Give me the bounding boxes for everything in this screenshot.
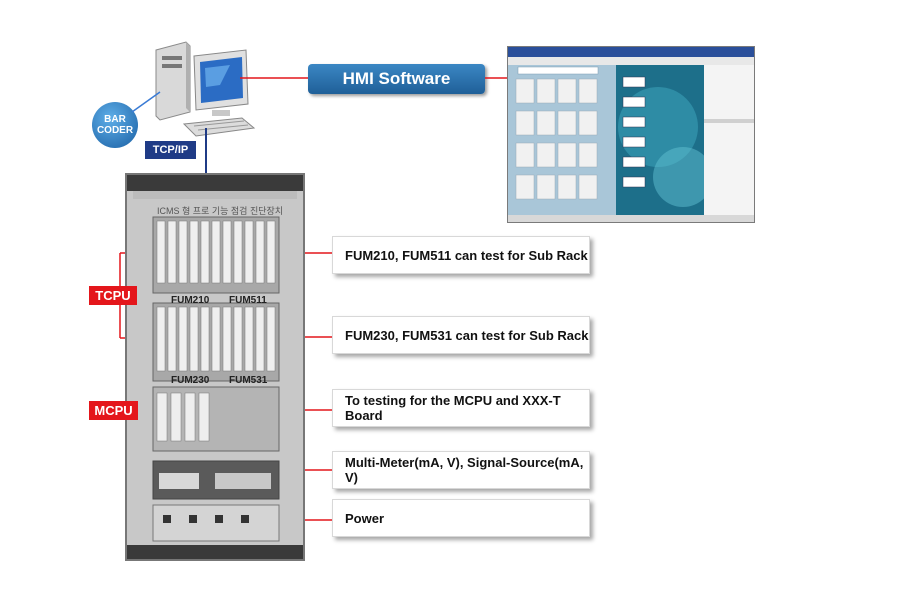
hmi-screenshot bbox=[507, 46, 755, 223]
test-rack: ICMS 형 프로 기능 점검 진단장치 FUM210 FUM511 FUM23… bbox=[125, 173, 305, 561]
mcpu-tag: MCPU bbox=[89, 401, 138, 420]
rack-title: ICMS 형 프로 기능 점검 진단장치 bbox=[157, 206, 284, 216]
bar-coder-line2: CODER bbox=[96, 125, 134, 136]
panel2-right-label: FUM531 bbox=[229, 375, 268, 386]
bar-coder-badge: BAR CODER bbox=[92, 102, 138, 148]
hmi-software-label: HMI Software bbox=[308, 64, 485, 94]
callout-power: Power bbox=[332, 499, 590, 537]
computer-illustration bbox=[150, 40, 260, 140]
callout-multimeter: Multi-Meter(mA, V), Signal-Source(mA, V) bbox=[332, 451, 590, 489]
panel1-left-label: FUM210 bbox=[171, 295, 210, 306]
bar-coder-line1: BAR bbox=[104, 114, 126, 125]
tcpu-tag: TCPU bbox=[89, 286, 137, 305]
callout-fum210-fum511: FUM210, FUM511 can test for Sub Rack bbox=[332, 236, 590, 274]
callout-fum230-fum531: FUM230, FUM531 can test for Sub Rack bbox=[332, 316, 590, 354]
callout-mcpu-board: To testing for the MCPU and XXX-T Board bbox=[332, 389, 590, 427]
panel2-left-label: FUM230 bbox=[171, 375, 210, 386]
tcpip-label: TCP/IP bbox=[145, 141, 196, 159]
panel1-right-label: FUM511 bbox=[229, 295, 267, 306]
